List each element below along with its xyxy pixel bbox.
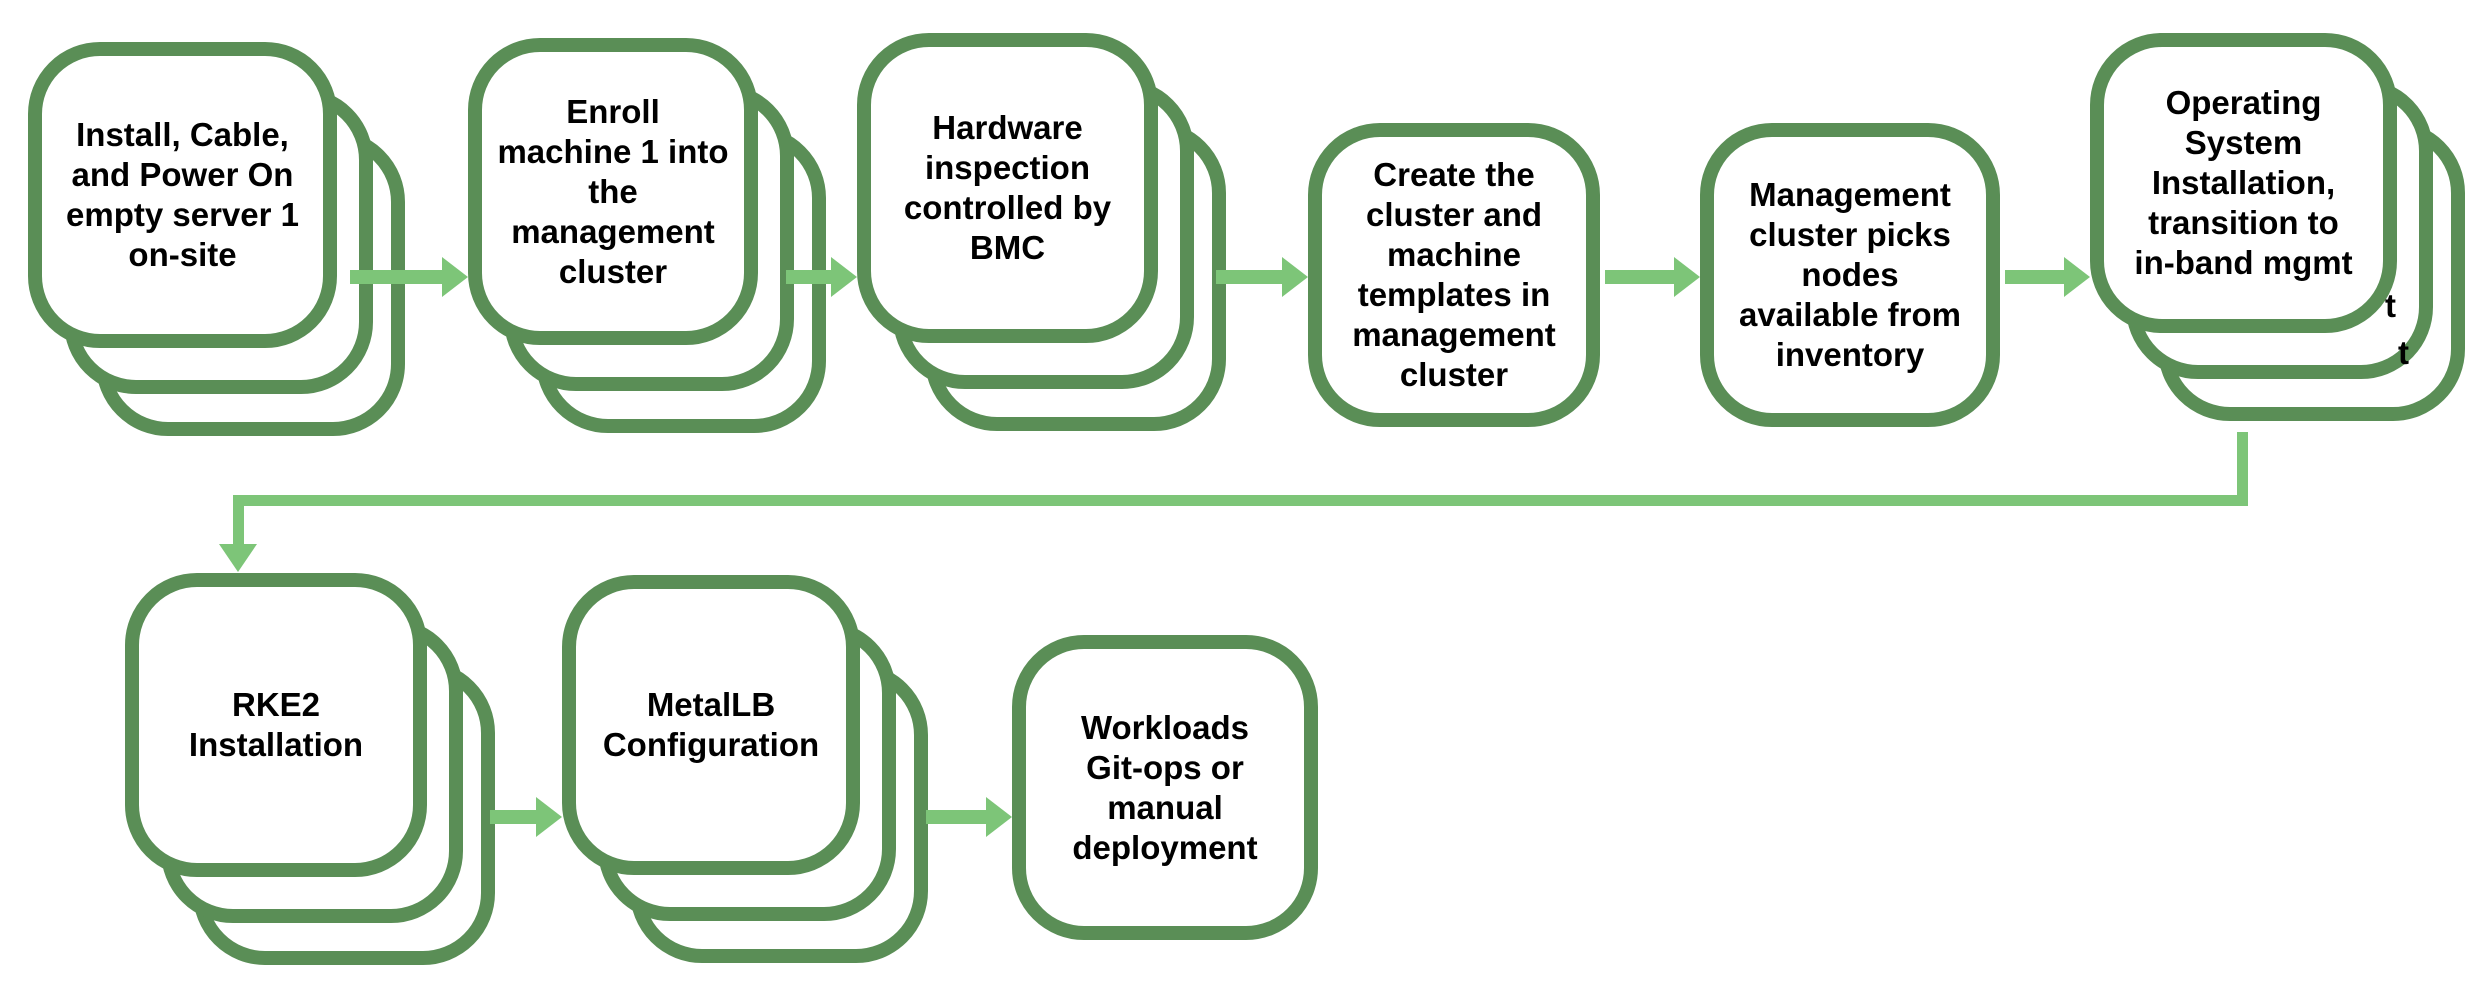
node-install-cable-power: Install, Cable, and Power On empty serve… (28, 42, 337, 348)
connector-os-installation-to-rke2-installation (233, 495, 244, 547)
node-label: Enroll machine 1 into the management clu… (497, 92, 729, 290)
arrowhead-icon (986, 797, 1012, 837)
node-label: Hardware inspection controlled by BMC (903, 109, 1112, 266)
node-label: Create the cluster and machine templates… (1352, 156, 1556, 393)
node-label: Management cluster picks nodes available… (1739, 176, 1961, 373)
arrow-management-picks-nodes-to-os-installation (2005, 270, 2068, 284)
arrow-enroll-machine-to-hardware-inspection (786, 270, 835, 284)
node-label: Workloads Git-ops or manual deployment (1072, 708, 1258, 866)
stack-text-fragment: t (2385, 287, 2396, 324)
arrowhead-icon (1674, 257, 1700, 297)
arrowhead-icon (1282, 257, 1308, 297)
arrow-install-cable-power-to-enroll-machine (350, 270, 446, 284)
node-label: MetalLB Configuration (602, 686, 820, 763)
node-create-cluster-templates: Create the cluster and machine templates… (1308, 123, 1600, 427)
node-label: RKE2 Installation (188, 686, 364, 763)
node-management-picks-nodes: Management cluster picks nodes available… (1700, 123, 2000, 427)
node-hardware-inspection: Hardware inspection controlled by BMC (857, 33, 1158, 343)
node-enroll-machine: Enroll machine 1 into the management clu… (468, 38, 758, 345)
node-workloads-deployment: Workloads Git-ops or manual deployment (1012, 635, 1318, 940)
node-rke2-installation: RKE2 Installation (125, 573, 427, 877)
arrow-hardware-inspection-to-create-cluster-templates (1216, 270, 1286, 284)
arrowhead-icon (2064, 257, 2090, 297)
arrow-metallb-configuration-to-workloads-deployment (926, 810, 990, 824)
arrowhead-icon (831, 257, 857, 297)
connector-os-installation-to-rke2-installation (233, 495, 2248, 506)
arrowhead-icon (536, 797, 562, 837)
arrow-rke2-installation-to-metallb-configuration (490, 810, 540, 824)
node-label: Install, Cable, and Power On empty serve… (66, 116, 299, 273)
node-metallb-configuration: MetalLB Configuration (562, 575, 860, 875)
arrowhead-down-icon (219, 544, 257, 572)
stack-text-fragment: t (2398, 334, 2409, 371)
node-label: Operating System Installation, transitio… (2134, 84, 2353, 281)
connector-os-installation-to-rke2-installation (2237, 432, 2248, 506)
node-os-installation: Operating System Installation, transitio… (2090, 33, 2397, 333)
arrowhead-icon (442, 257, 468, 297)
arrow-create-cluster-templates-to-management-picks-nodes (1605, 270, 1678, 284)
